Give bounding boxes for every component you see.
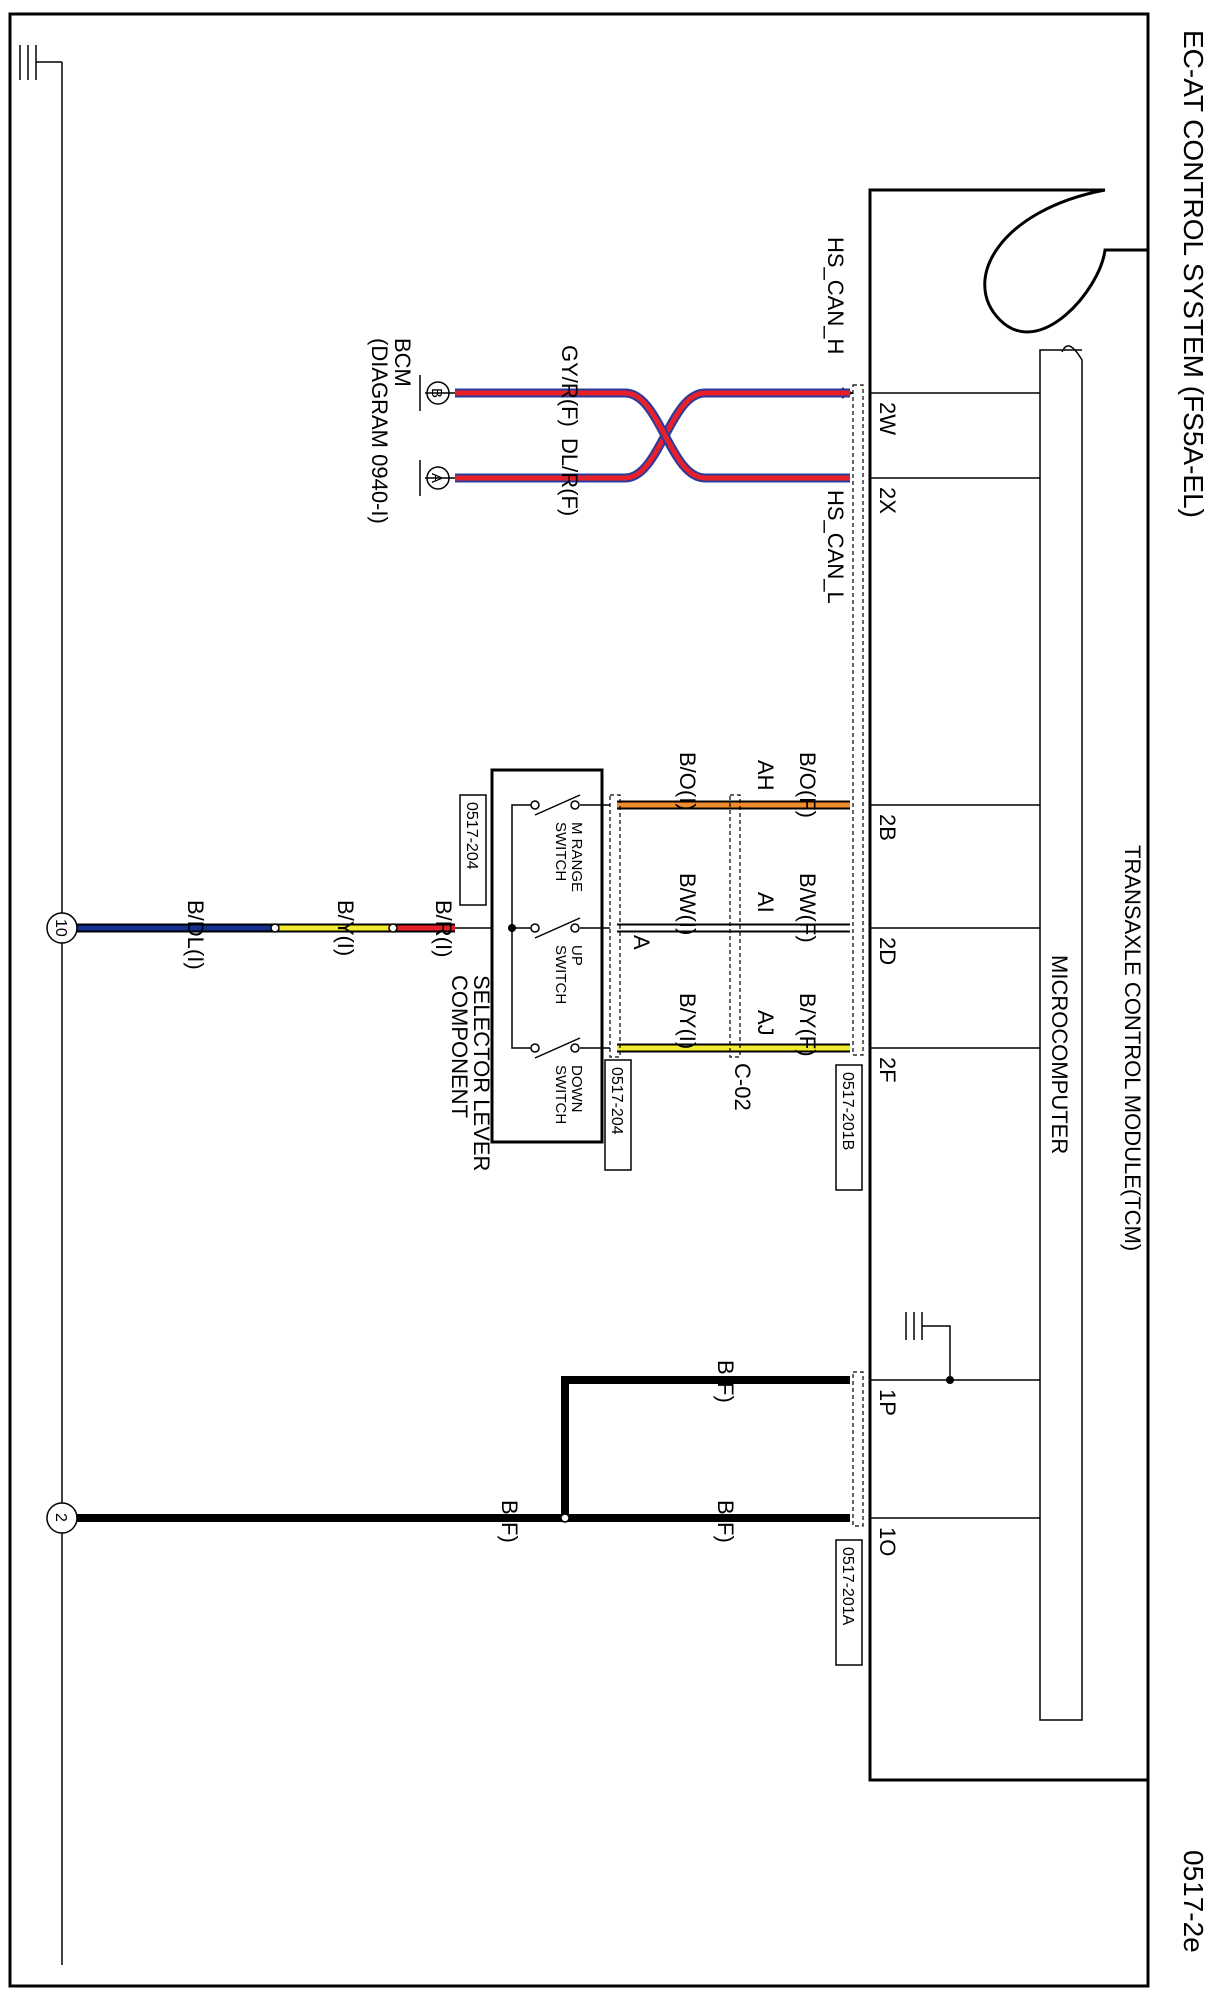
wire-1p-1o-ground xyxy=(76,1376,850,1523)
ground-point-2 xyxy=(46,1502,78,1534)
pin-1p: 1P xyxy=(875,1389,900,1416)
microcomputer-box xyxy=(1039,345,1083,1721)
can-wire-h-color: GY/R(F) xyxy=(557,345,582,427)
pin-2b: 2B xyxy=(875,814,900,841)
switch-down-2: SWITCH xyxy=(552,1065,569,1124)
connector-201b-outline xyxy=(852,384,864,1056)
switch-contacts xyxy=(508,794,610,1059)
connector-201b-box xyxy=(835,1064,863,1191)
wire-ah-label: AH xyxy=(753,760,778,791)
switch-down-1: DOWN xyxy=(568,1065,585,1113)
wire-by-i: B/Y(I) xyxy=(675,993,700,1049)
connector-204a-label: 0517-204 xyxy=(463,802,480,870)
wire-a-label: A xyxy=(629,935,654,950)
svg-text:B: B xyxy=(428,388,445,398)
connector-204b-label: 0517-204 xyxy=(608,1067,625,1135)
switch-up-2: SWITCH xyxy=(552,945,569,1004)
pin-2w: 2W xyxy=(875,402,900,435)
ground-point-10-label: 10 xyxy=(52,919,69,937)
wire-by-f: B/Y(F) xyxy=(795,993,820,1057)
wire-bw-f: B/W(F) xyxy=(795,873,820,943)
can-h-label: HS_CAN_H xyxy=(823,237,848,354)
page-frame xyxy=(8,12,1150,1988)
wire-bdl-i: B/DL(I) xyxy=(183,900,208,970)
component-label-1: SELECTOR LEVER xyxy=(469,975,494,1171)
ground-symbol-top xyxy=(19,45,62,80)
wire-bw-i: B/W(I) xyxy=(675,873,700,935)
bcm-connector-a xyxy=(426,466,450,490)
pin-lines xyxy=(870,392,1040,1519)
microcomputer-label: MICROCOMPUTER xyxy=(1047,955,1072,1154)
wire-bo-f: B/O(F) xyxy=(795,752,820,818)
connector-201a-outline xyxy=(852,1371,864,1527)
pin-1o: 1O xyxy=(875,1527,900,1556)
wire-b-f-3: B(F) xyxy=(497,1500,522,1543)
connector-201a-box xyxy=(835,1539,863,1666)
wire-b-f-1: B(F) xyxy=(713,1360,738,1403)
tcm-internal-ground xyxy=(905,1312,954,1384)
connector-204a-box xyxy=(459,794,487,906)
switch-m-range-2: SWITCH xyxy=(552,822,569,881)
bcm-connector-b xyxy=(426,381,450,405)
wire-bo-i: B/O(I) xyxy=(675,752,700,811)
switch-m-range-1: M RANGE xyxy=(568,822,585,892)
switch-up-1: UP xyxy=(568,945,585,966)
can-wire-l-color: DL/R(F) xyxy=(557,438,582,516)
bcm-diagram-ref: (DIAGRAM 0940-I) xyxy=(367,338,392,524)
joint-c02-outline xyxy=(729,794,741,1058)
can-twisted-pair xyxy=(455,388,850,483)
pin-2d: 2D xyxy=(875,937,900,965)
wire-by-i-2: B/Y(I) xyxy=(333,900,358,956)
page-title: EC-AT CONTROL SYSTEM (FS5A-EL) xyxy=(1178,30,1209,518)
wire-ai-label: AI xyxy=(753,892,778,913)
connector-204b-box xyxy=(604,1059,632,1171)
connector-204-outline xyxy=(609,794,621,1058)
connector-201b-label: 0517-201B xyxy=(839,1072,856,1150)
joint-c02-label: C-02 xyxy=(730,1063,755,1111)
selector-switch-box xyxy=(490,768,604,1144)
wire-switch-ground xyxy=(76,923,492,933)
diagram-id: 0517-2e xyxy=(1178,1850,1209,1953)
pin-2f: 2F xyxy=(875,1057,900,1083)
pin-2x: 2X xyxy=(875,487,900,514)
tcm-label: TRANSAXLE CONTROL MODULE(TCM) xyxy=(1120,845,1145,1251)
ground-point-2-label: 2 xyxy=(52,1513,69,1522)
connector-201a-label: 0517-201A xyxy=(839,1547,856,1626)
wire-aj-label: AJ xyxy=(753,1010,778,1036)
bcm-label: BCM xyxy=(390,338,415,387)
svg-text:A: A xyxy=(428,473,445,483)
wire-b-f-2: B(F) xyxy=(713,1500,738,1543)
can-l-label: HS_CAN_L xyxy=(823,490,848,604)
ground-point-10 xyxy=(46,912,78,944)
wire-br-i: B/R(I) xyxy=(431,900,456,957)
component-label-2: COMPONENT xyxy=(447,975,472,1118)
tcm-module-box xyxy=(868,188,1148,1782)
